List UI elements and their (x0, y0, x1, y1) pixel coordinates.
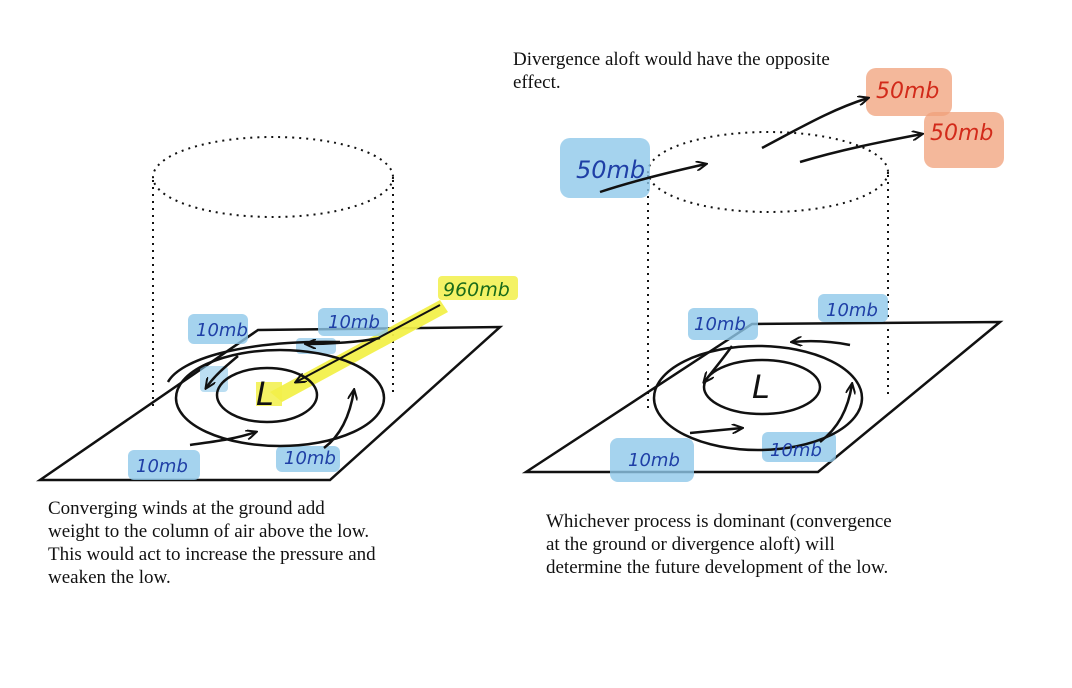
caption-line: weight to the column of air above the lo… (48, 521, 370, 542)
caption-line: determine the future development of the … (546, 557, 889, 578)
right-aloft-label-left: 50mb (576, 156, 645, 184)
caption-line: This would act to increase the pressure … (48, 544, 376, 565)
left-wind-label-top-right: 10mb (328, 312, 380, 333)
right-aloft-label-right: 50mb (930, 121, 993, 146)
caption-line: Divergence aloft would have the opposite (513, 49, 830, 70)
right-isobars (652, 344, 864, 452)
caption-line: effect. (513, 72, 561, 93)
left-panel: L 960mb 10mb 10mb 10mb 10mb (35, 136, 518, 482)
left-low-symbol: L (256, 375, 274, 413)
right-aloft-label-top: 50mb (876, 79, 939, 104)
left-pressure-label: 960mb (443, 279, 510, 301)
right-panel: L 50mb 50mb 50mb 10mb 10mb 10mb 10mb (521, 68, 1004, 482)
caption-dominant-process: Whichever process is dominant (convergen… (546, 510, 892, 579)
left-pressure-pointer (296, 304, 441, 382)
caption-converging-winds: Converging winds at the ground add weigh… (48, 497, 376, 589)
left-wind-label-bottom-left: 10mb (136, 456, 188, 477)
right-wind-label-bottom-right: 10mb (770, 440, 822, 461)
caption-divergence-aloft: Divergence aloft would have the opposite… (513, 48, 830, 94)
caption-line: Whichever process is dominant (convergen… (546, 511, 892, 532)
right-ground-plane (521, 320, 1004, 474)
caption-line: at the ground or divergence aloft) will (546, 534, 835, 555)
right-wind-label-top-right: 10mb (826, 300, 878, 321)
right-low-symbol: L (752, 368, 770, 406)
left-ground-plane (35, 325, 504, 482)
left-air-column (152, 136, 394, 410)
right-wind-label-top-left: 10mb (694, 314, 746, 335)
left-wind-arrows (189, 336, 381, 449)
caption-line: Converging winds at the ground add (48, 498, 325, 519)
left-wind-label-bottom-right: 10mb (284, 448, 336, 469)
right-wind-label-bottom-left: 10mb (628, 450, 680, 471)
caption-line: weaken the low. (48, 567, 171, 588)
left-wind-label-top-left: 10mb (196, 320, 248, 341)
right-wind-arrows (689, 341, 852, 443)
right-aloft-arrows (599, 98, 922, 194)
right-highlights (560, 68, 1004, 482)
